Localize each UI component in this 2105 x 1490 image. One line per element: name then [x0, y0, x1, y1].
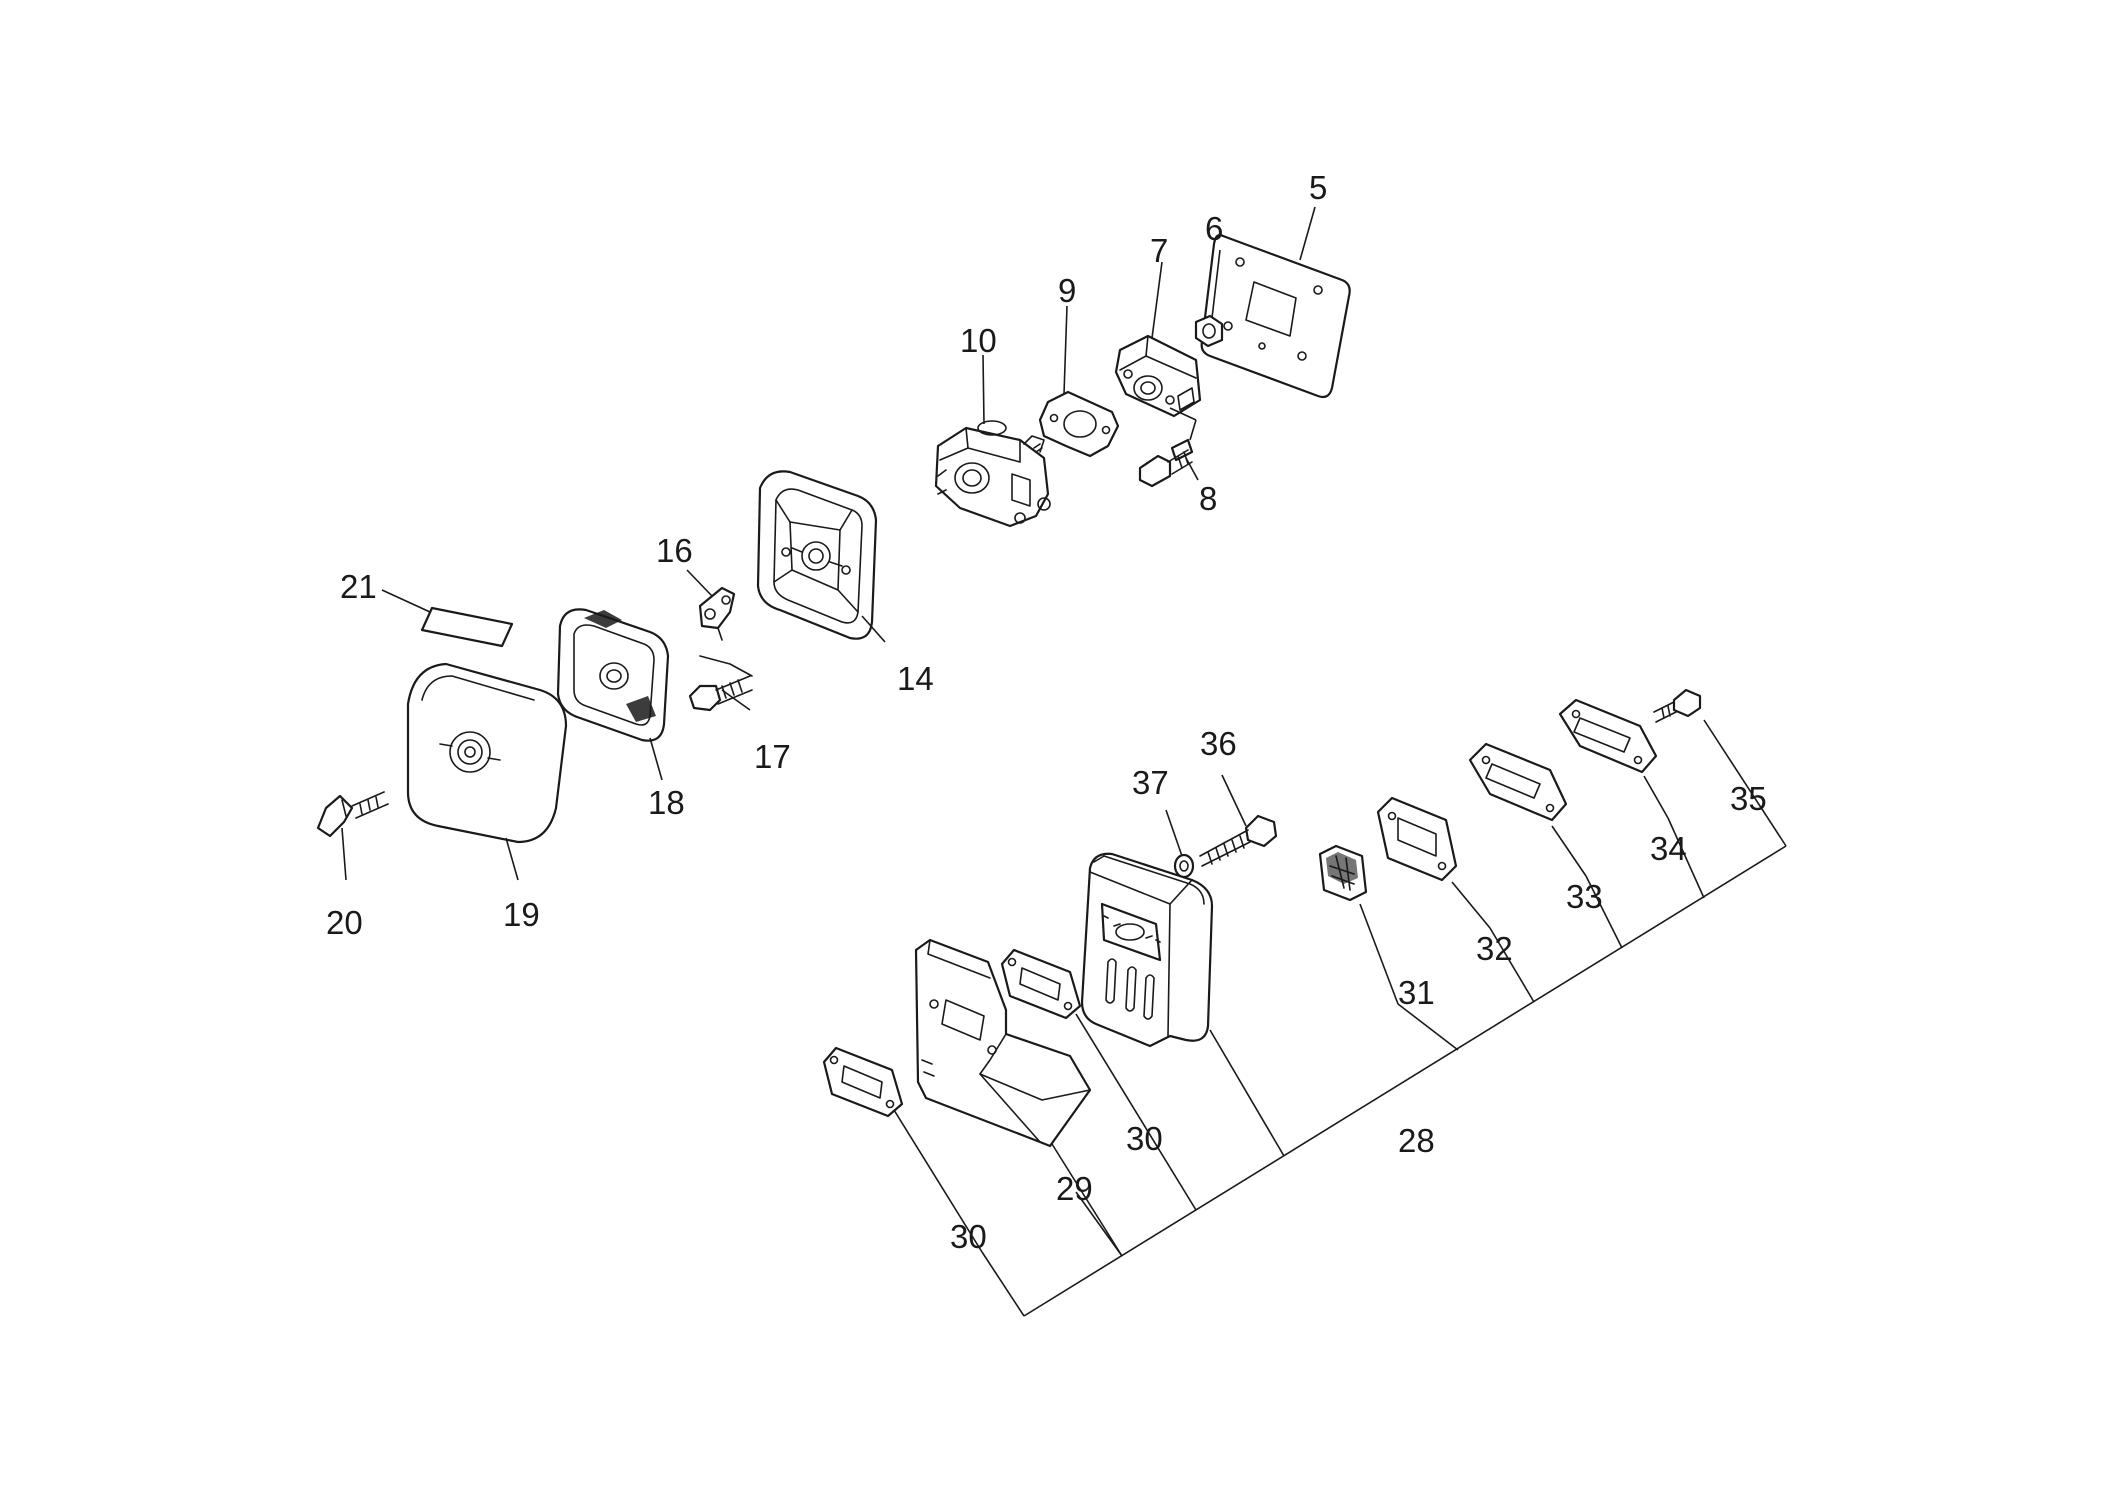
part-20-wing-bolt — [316, 791, 389, 838]
label-33: 33 — [1566, 878, 1603, 915]
part-31-spark-screen — [1318, 844, 1368, 902]
leader-lines — [341, 206, 1787, 1317]
part-7-insulator-block — [1114, 334, 1202, 418]
label-5: 5 — [1309, 169, 1327, 206]
part-17-bolt — [688, 655, 753, 712]
label-29: 29 — [1056, 1170, 1093, 1207]
label-16: 16 — [656, 532, 693, 569]
part-30-gasket-upper — [1000, 948, 1082, 1020]
label-21: 21 — [340, 568, 377, 605]
label-20: 20 — [326, 904, 363, 941]
label-9: 9 — [1058, 272, 1076, 309]
label-17: 17 — [754, 738, 791, 775]
label-35: 35 — [1730, 780, 1767, 817]
label-31: 31 — [1398, 974, 1435, 1011]
part-5-gasket-plate — [1200, 233, 1351, 399]
label-18: 18 — [648, 784, 685, 821]
part-19-air-cleaner-cover — [406, 662, 568, 844]
label-37: 37 — [1132, 764, 1169, 801]
label-7: 7 — [1150, 232, 1168, 269]
part-28-muffler — [1080, 852, 1214, 1048]
part-32-gasket — [1376, 796, 1458, 882]
part-8-bolt — [1138, 438, 1194, 488]
part-37-washer — [1173, 853, 1195, 879]
label-6: 6 — [1205, 210, 1223, 247]
label-28: 28 — [1398, 1122, 1435, 1159]
label-14: 14 — [897, 660, 934, 697]
label-8: 8 — [1199, 480, 1217, 517]
part-21-label — [420, 606, 514, 648]
label-30-upper: 30 — [1126, 1120, 1163, 1157]
label-10: 10 — [960, 322, 997, 359]
part-33-gasket-plate — [1468, 742, 1568, 822]
part-14-air-cleaner-base — [756, 470, 878, 640]
label-34: 34 — [1650, 830, 1687, 867]
part-30-gasket-lower — [822, 1046, 904, 1118]
label-30-lower: 30 — [950, 1218, 987, 1255]
part-29-heat-shield — [914, 938, 1092, 1148]
part-34-gasket-plate — [1558, 698, 1658, 774]
part-6-nut — [1194, 314, 1224, 348]
label-19: 19 — [503, 896, 540, 933]
part-36-bolt — [1199, 814, 1278, 867]
part-9-carburetor-gasket — [1038, 390, 1120, 458]
label-32: 32 — [1476, 930, 1513, 967]
part-number-labels: 5 6 7 8 9 10 14 16 17 18 19 20 21 28 29 … — [326, 169, 1767, 1255]
part-16-choke-lever — [698, 586, 736, 641]
label-36: 36 — [1200, 725, 1237, 762]
part-10-carburetor — [934, 420, 1051, 528]
part-35-bolt — [1653, 688, 1702, 723]
part-18-air-filter — [556, 608, 670, 742]
